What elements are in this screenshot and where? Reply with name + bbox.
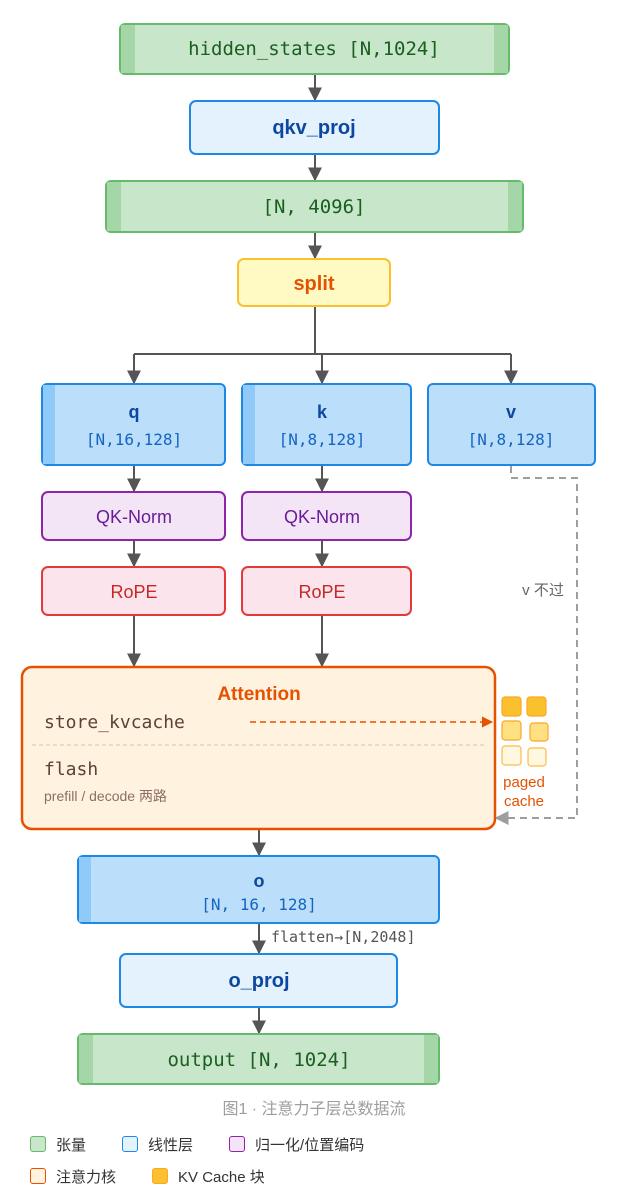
split-branch-lines <box>134 306 511 355</box>
norm-qk-k: QK-Norm <box>241 491 412 541</box>
op-split: split <box>237 258 391 307</box>
attention-title: Attention <box>217 684 300 705</box>
legend-swatch-cache <box>152 1168 169 1184</box>
k-title: k <box>317 402 328 422</box>
tensor-hidden-states: hidden_states [N,1024] <box>119 23 510 75</box>
legend-swatch-linear <box>122 1136 139 1152</box>
legend-swatch-tensor <box>30 1136 46 1152</box>
flash-label: flash <box>44 759 98 780</box>
figure-caption: 图1 · 注意力子层总数据流 <box>222 1099 405 1118</box>
cache-block <box>501 696 522 717</box>
v-shape: [N,8,128] <box>468 430 555 449</box>
paged-cache: paged cache <box>501 696 549 810</box>
o-title: o <box>254 871 265 891</box>
rope-q: RoPE <box>41 566 226 616</box>
attention-block: Attention store_kvcache flash prefill / … <box>20 665 497 831</box>
cache-block <box>501 720 522 741</box>
cache-block <box>526 696 547 717</box>
norm-qk-q: QK-Norm <box>41 491 226 541</box>
qk-norm-k-label: QK-Norm <box>284 507 360 527</box>
connectors <box>127 74 518 1035</box>
rope-k: RoPE <box>241 566 412 616</box>
linear-qkv-proj: qkv_proj <box>189 100 440 155</box>
hidden-states-label: hidden_states [N,1024] <box>188 38 440 60</box>
legend-item-attn: 注意力核 <box>30 1166 116 1187</box>
attention-dataflow-diagram: v 不过 hidden_states [N,1024] qkv_proj [N,… <box>20 23 596 1118</box>
flash-note: prefill / decode 两路 <box>44 788 167 804</box>
legend: 张量 线性层 归一化/位置编码 注意力核 KV Cache 块 <box>30 1128 610 1192</box>
o-shape: [N, 16, 128] <box>201 895 317 914</box>
k-shape: [N,8,128] <box>279 430 366 449</box>
rope-k-label: RoPE <box>298 582 345 602</box>
flatten-label: flatten→[N,2048] <box>271 928 416 946</box>
output-label: output [N, 1024] <box>167 1049 350 1071</box>
rope-q-label: RoPE <box>110 582 157 602</box>
legend-label-norm: 归一化/位置编码 <box>255 1136 365 1154</box>
cache-block <box>527 747 547 767</box>
head-k: k [N,8,128] <box>241 383 412 466</box>
legend-row: 张量 线性层 归一化/位置编码 <box>30 1128 610 1160</box>
legend-label-linear: 线性层 <box>148 1136 194 1154</box>
store-kvcache-label: store_kvcache <box>44 712 185 733</box>
legend-swatch-attn <box>30 1168 46 1184</box>
head-q: q [N,16,128] <box>41 383 226 466</box>
tensor-output: output [N, 1024] <box>77 1033 440 1085</box>
qk-norm-q-label: QK-Norm <box>96 507 172 527</box>
q-title: q <box>129 402 140 422</box>
legend-label-tensor: 张量 <box>56 1136 87 1154</box>
split-label: split <box>293 273 334 295</box>
o-proj-label: o_proj <box>228 970 289 992</box>
legend-item-tensor: 张量 <box>30 1134 86 1155</box>
v-bypass-label: v 不过 <box>522 582 564 599</box>
qkv-proj-label: qkv_proj <box>272 117 355 139</box>
paged-cache-label-1: paged <box>503 774 545 791</box>
legend-swatch-norm <box>229 1136 246 1152</box>
tensor-qkv-out: [N, 4096] <box>105 180 524 233</box>
legend-item-linear: 线性层 <box>122 1134 193 1155</box>
v-bypass-line <box>494 466 578 825</box>
qkv-out-label: [N, 4096] <box>263 196 366 218</box>
head-o: o [N, 16, 128] <box>77 855 440 924</box>
head-v: v [N,8,128] <box>427 383 596 466</box>
legend-item-norm: 归一化/位置编码 <box>229 1134 364 1155</box>
legend-label-attn: 注意力核 <box>56 1168 117 1186</box>
legend-label-cache: KV Cache 块 <box>178 1168 265 1186</box>
paged-cache-label-2: cache <box>504 793 544 810</box>
linear-o-proj: o_proj <box>119 953 398 1008</box>
q-shape: [N,16,128] <box>86 430 182 449</box>
cache-block <box>529 722 549 742</box>
v-title: v <box>506 402 516 422</box>
cache-block <box>501 745 522 766</box>
legend-item-cache: KV Cache 块 <box>152 1166 265 1187</box>
legend-row: 注意力核 KV Cache 块 <box>30 1160 610 1192</box>
